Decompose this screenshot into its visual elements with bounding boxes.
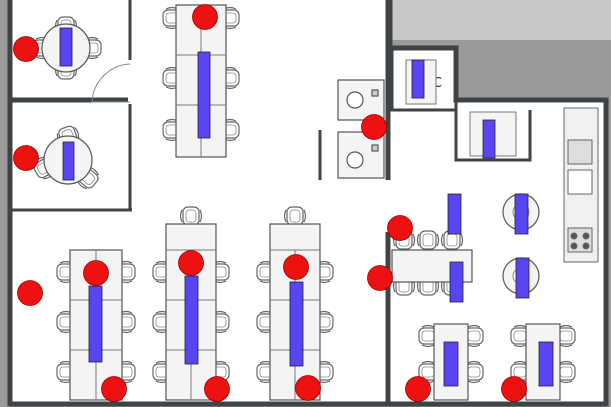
walls — [7, 0, 609, 407]
red-marker-2 — [13, 36, 39, 62]
kitchen-counter — [563, 107, 599, 263]
blue-marker-14 — [538, 341, 554, 387]
blue-marker-10 — [88, 285, 103, 363]
red-marker-10 — [283, 254, 309, 280]
blue-marker-2 — [62, 141, 75, 181]
red-marker-7 — [17, 280, 43, 306]
blue-marker-13 — [443, 341, 459, 387]
blue-marker-5 — [482, 119, 496, 159]
blue-marker-3 — [197, 51, 211, 139]
red-marker-3 — [13, 145, 39, 171]
exterior-terrace — [390, 0, 611, 40]
red-marker-14 — [405, 376, 431, 402]
red-marker-1 — [192, 4, 218, 30]
red-marker-4 — [361, 114, 387, 140]
red-marker-5 — [387, 215, 413, 241]
red-marker-13 — [295, 375, 321, 401]
red-marker-6 — [367, 265, 393, 291]
blue-marker-9 — [515, 257, 530, 299]
door-swing — [91, 63, 131, 103]
red-marker-12 — [204, 376, 230, 402]
blue-markers — [59, 27, 554, 387]
blue-marker-8 — [449, 261, 464, 303]
blue-marker-6 — [447, 193, 462, 235]
red-markers — [13, 4, 527, 402]
red-marker-11 — [101, 376, 127, 402]
appliances — [337, 79, 385, 179]
red-marker-8 — [83, 260, 109, 286]
blue-marker-7 — [514, 193, 529, 235]
blue-marker-1 — [59, 27, 73, 67]
red-marker-9 — [178, 250, 204, 276]
blue-marker-4 — [411, 59, 425, 99]
red-marker-15 — [501, 376, 527, 402]
blue-marker-11 — [184, 275, 199, 365]
blue-marker-12 — [289, 281, 304, 367]
